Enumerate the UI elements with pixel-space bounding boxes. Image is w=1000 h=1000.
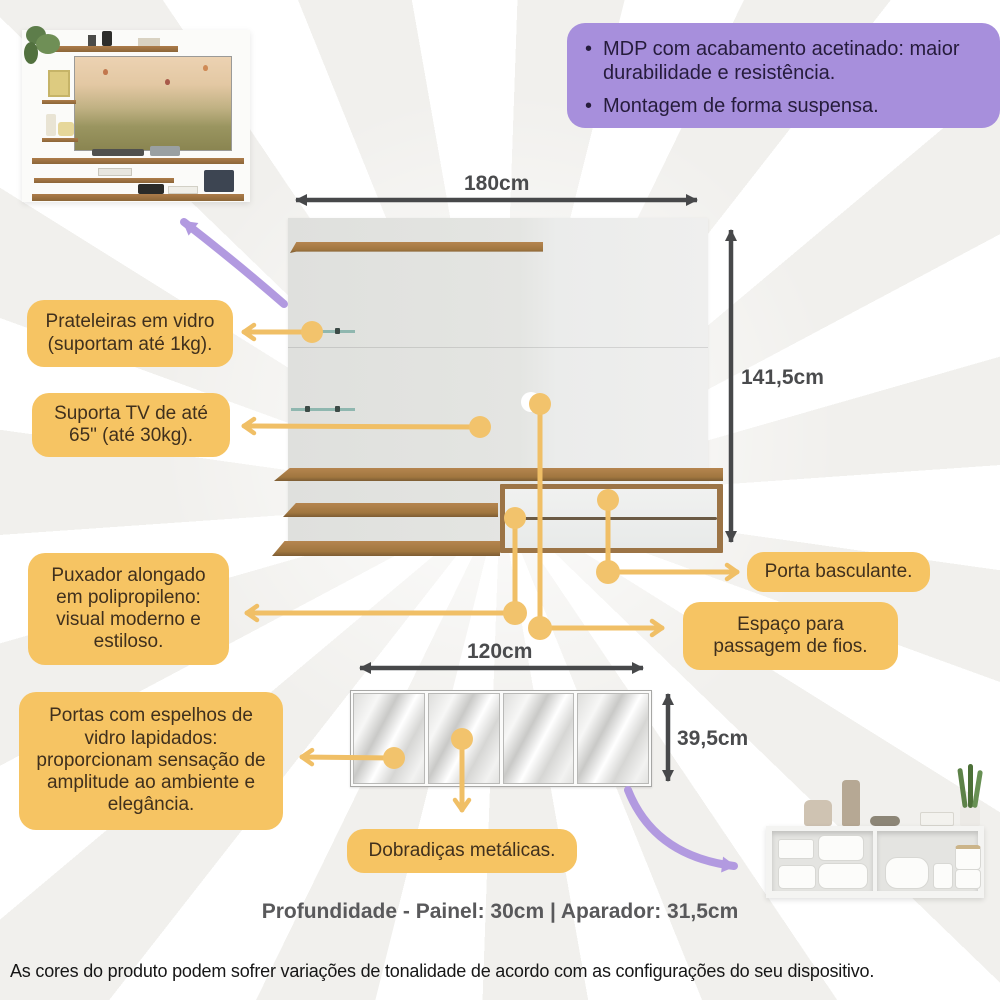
panel-height-dimension: 141,5cm <box>741 366 824 389</box>
photo-storage-box <box>204 170 234 192</box>
photo-lower-shelf <box>34 178 174 183</box>
photo-small-shelf <box>42 100 76 104</box>
panel-bottom-shelf <box>272 541 500 556</box>
photo-sideboard-open <box>766 826 984 898</box>
photo-lower-shelf <box>32 158 244 164</box>
photo-folded-towels <box>920 812 954 826</box>
info-bullet-1-text: MDP com acabamento acetinado: maior dura… <box>603 38 960 84</box>
arrow-to-panel-photo <box>180 218 288 308</box>
photo-books <box>168 186 198 194</box>
photo-bottle-vase <box>842 780 860 826</box>
mirror-door-3 <box>502 693 575 784</box>
sideboard-compartment-right <box>877 831 981 891</box>
panel-middle-shelf <box>283 503 498 517</box>
photo-books <box>98 168 132 176</box>
info-bullet-1: • MDP com acabamento acetinado: maior du… <box>585 37 984 85</box>
photo-picture-frame <box>48 70 70 97</box>
photo-soundbar <box>92 149 144 156</box>
plant-leaf <box>957 767 968 809</box>
info-bullet-2: • Montagem de forma suspensa. <box>585 94 984 118</box>
aparador-product-photo <box>762 762 990 902</box>
depth-info-text: Profundidade - Painel: 30cm | Aparador: … <box>261 900 739 923</box>
callout-porta-basculante: Porta basculante. <box>747 552 930 592</box>
photo-vase <box>46 114 56 136</box>
plant-decor <box>24 42 38 64</box>
color-disclaimer-text: As cores do produto podem sofrer variaçõ… <box>10 961 875 981</box>
photo-vase <box>804 800 832 826</box>
panel-width-dimension: 180cm <box>464 172 530 195</box>
photo-plate-stack <box>870 816 900 826</box>
photo-plant-pot <box>960 806 980 826</box>
panel-top-shelf <box>290 242 543 253</box>
info-bullet-2-text: Montagem de forma suspensa. <box>603 95 879 117</box>
product-info-box: • MDP com acabamento acetinado: maior du… <box>567 23 1000 128</box>
aparador-width-dimension: 120cm <box>467 640 533 663</box>
photo-tv-screen <box>74 56 232 151</box>
callout-espaco-fios: Espaço para passagem de fios. <box>683 602 898 670</box>
plant-leaf <box>972 769 983 809</box>
sideboard-compartment-left <box>772 831 873 891</box>
panel-seam-line <box>288 347 708 348</box>
glass-shelf-lower <box>291 406 355 412</box>
bullet-icon: • <box>585 95 593 117</box>
arrow-to-aparador-photo <box>624 786 738 873</box>
photo-decor-item <box>58 122 74 136</box>
aparador-height-dimension: 39,5cm <box>677 727 749 750</box>
callout-puxador: Puxador alongado em polipropileno: visua… <box>28 553 229 665</box>
aparador-drawing <box>350 690 652 787</box>
panel-product-photo <box>18 22 256 208</box>
photo-lower-shelf <box>32 194 244 201</box>
photo-decor-item <box>150 146 180 156</box>
photo-decor-item <box>88 35 96 46</box>
cabinet-handle-groove <box>505 517 717 520</box>
photo-small-shelf <box>42 138 78 142</box>
mirror-door-1 <box>353 693 425 784</box>
photo-decor-item <box>102 31 112 46</box>
mirror-door-4 <box>577 693 649 784</box>
plant-decor <box>36 34 60 54</box>
mirror-door-2 <box>427 693 500 784</box>
panel-cabinet <box>500 484 723 553</box>
panel-long-shelf <box>274 468 723 481</box>
callout-suporta-tv: Suporta TV de até 65" (até 30kg). <box>32 393 230 457</box>
photo-top-shelf <box>42 46 178 52</box>
plant-leaf <box>968 764 973 808</box>
callout-portas-espelhos: Portas com espelhos de vidro lapidados: … <box>19 692 283 830</box>
bullet-icon: • <box>585 38 593 60</box>
glass-shelf-upper <box>291 328 355 334</box>
photo-decor-item <box>138 184 164 194</box>
photo-decor-item <box>138 38 160 46</box>
callout-prateleiras: Prateleiras em vidro (suportam até 1kg). <box>27 300 233 367</box>
cabinet-door-front <box>505 489 717 548</box>
callout-dobradicas: Dobradiças metálicas. <box>347 829 577 873</box>
